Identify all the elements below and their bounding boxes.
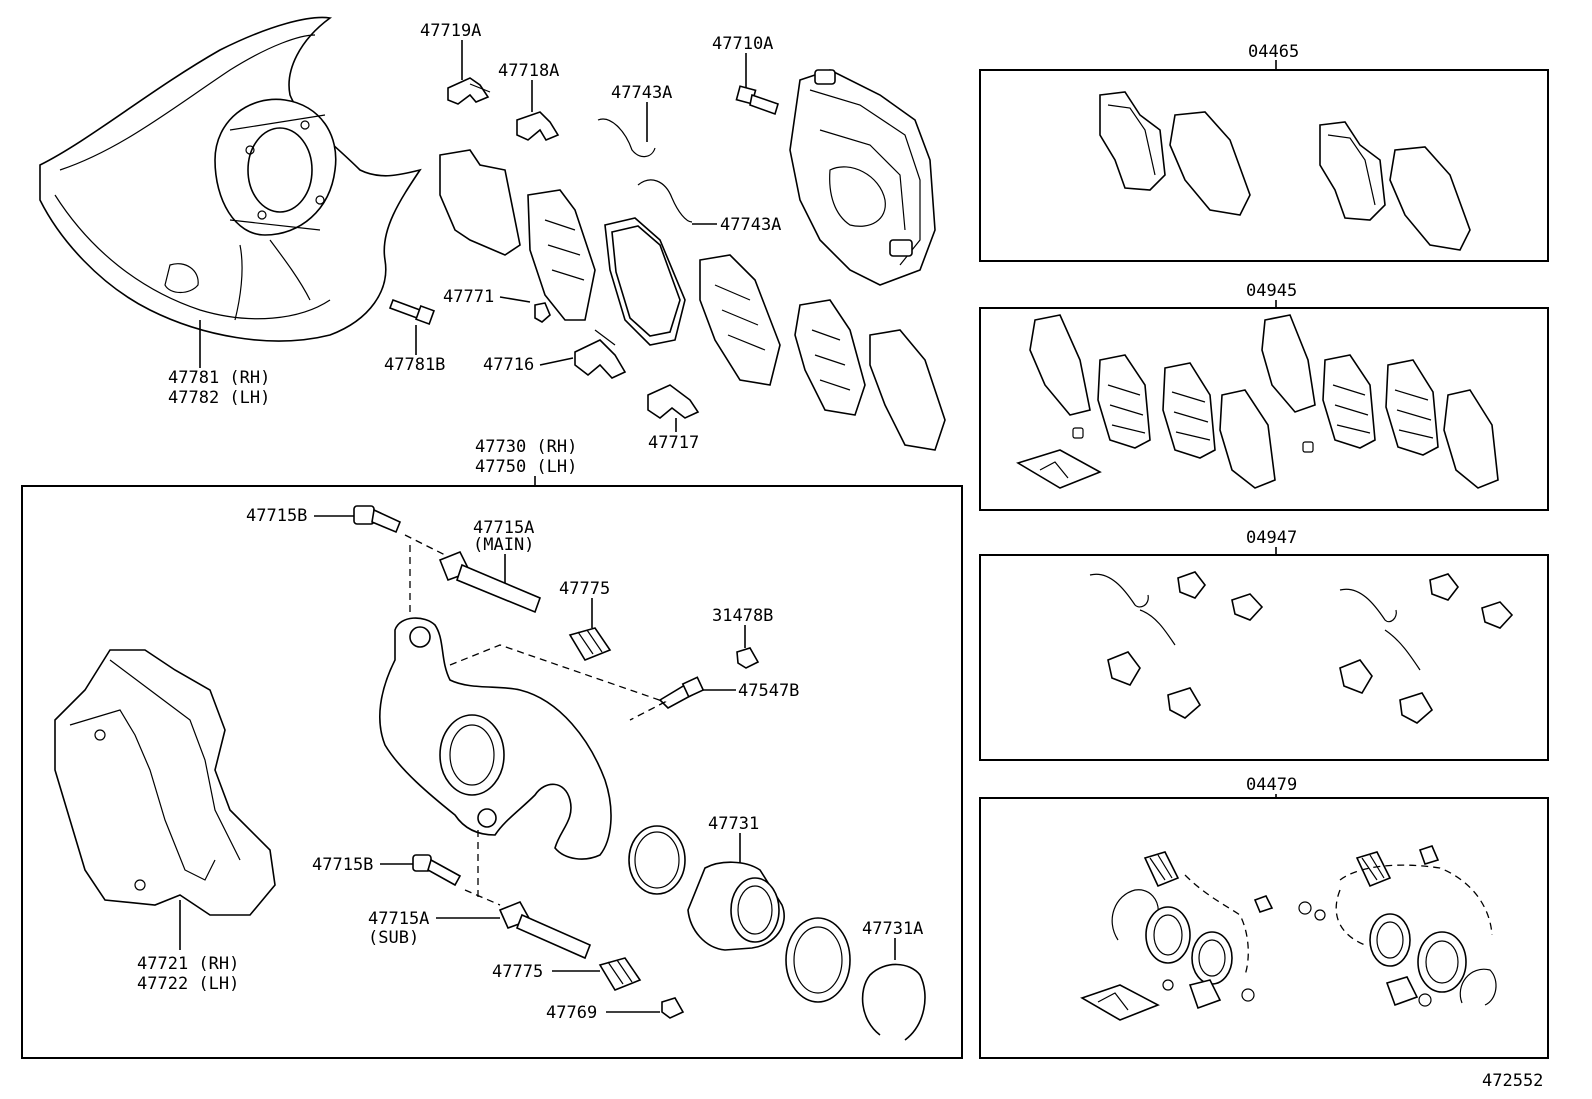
kit-04947-clips bbox=[1089, 571, 1514, 724]
label-47730-rh: 47730 (RH) bbox=[475, 437, 577, 457]
label-47715b-low: 47715B bbox=[312, 855, 373, 875]
bleeder-47547b bbox=[658, 676, 705, 709]
boot-47775-top bbox=[568, 627, 612, 661]
label-47781-rh: 47781 (RH) bbox=[168, 368, 270, 388]
bolt-47710a bbox=[735, 85, 779, 116]
spring-47743a-top bbox=[597, 118, 656, 158]
kit-04945-pads bbox=[1016, 314, 1499, 489]
brake-pads-top bbox=[439, 149, 946, 451]
kit-label-04479: 04479 bbox=[1246, 775, 1297, 795]
piston-47731 bbox=[687, 861, 785, 951]
dust-shield-drawing bbox=[39, 16, 422, 368]
clip-47719a bbox=[447, 77, 491, 105]
boot-47775-low bbox=[598, 957, 642, 991]
kit-label-04947: 04947 bbox=[1246, 528, 1297, 548]
label-47781b: 47781B bbox=[384, 355, 445, 375]
clip-47716 bbox=[574, 339, 627, 379]
clip-47718a bbox=[516, 111, 560, 142]
label-47547b: 47547B bbox=[738, 681, 799, 701]
cap-31478b bbox=[736, 647, 760, 669]
seal-ring bbox=[628, 825, 686, 895]
bolt-47715b-low bbox=[412, 854, 462, 887]
label-47775-low: 47775 bbox=[492, 962, 543, 982]
cap-47769 bbox=[661, 997, 685, 1019]
label-47731: 47731 bbox=[708, 814, 759, 834]
label-47750-lh: 47750 (LH) bbox=[475, 457, 577, 477]
label-47716: 47716 bbox=[483, 355, 534, 375]
label-47710a: 47710A bbox=[712, 34, 773, 54]
bolt-47781b bbox=[388, 298, 435, 325]
label-47782-lh: 47782 (LH) bbox=[168, 388, 270, 408]
kit-label-04945: 04945 bbox=[1246, 281, 1297, 301]
label-47771: 47771 bbox=[443, 287, 494, 307]
slide-pin-47715a-main bbox=[438, 550, 542, 614]
snap-ring-47731a bbox=[861, 963, 926, 1041]
slide-pin-47715a-sub bbox=[498, 900, 592, 960]
caliper-bracket bbox=[54, 649, 276, 950]
label-47719a: 47719A bbox=[420, 21, 481, 41]
kit-04465-pads bbox=[1099, 91, 1471, 251]
label-47743a-mid: 47743A bbox=[720, 215, 781, 235]
label-47715a-main: 47715A bbox=[473, 518, 534, 538]
label-47715a-sub: 47715A bbox=[368, 909, 429, 929]
label-47721-rh: 47721 (RH) bbox=[137, 954, 239, 974]
label-47731a: 47731A bbox=[862, 919, 923, 939]
cap-47771 bbox=[534, 302, 551, 323]
label-47717: 47717 bbox=[648, 433, 699, 453]
figure-number: 472552 bbox=[1482, 1071, 1543, 1091]
label-47775-top: 47775 bbox=[559, 579, 610, 599]
kit-box-04465 bbox=[979, 69, 1549, 262]
kit-label-04465: 04465 bbox=[1248, 42, 1299, 62]
spring-47743a-mid bbox=[637, 179, 693, 223]
label-47743a-top: 47743A bbox=[611, 83, 672, 103]
label-main-note: (MAIN) bbox=[473, 535, 534, 555]
dust-boot-ring bbox=[785, 917, 851, 1003]
kit-04479-seals bbox=[1080, 845, 1497, 1021]
kit-box-04947 bbox=[979, 554, 1549, 761]
label-31478b: 31478B bbox=[712, 606, 773, 626]
label-sub-note: (SUB) bbox=[368, 928, 419, 948]
label-47718a: 47718A bbox=[498, 61, 559, 81]
bolt-47715b-top bbox=[353, 505, 402, 534]
label-47715b-top: 47715B bbox=[246, 506, 307, 526]
label-47722-lh: 47722 (LH) bbox=[137, 974, 239, 994]
label-47769: 47769 bbox=[546, 1003, 597, 1023]
clip-47717 bbox=[647, 384, 700, 419]
caliper-body bbox=[379, 617, 612, 860]
kit-box-04479 bbox=[979, 797, 1549, 1059]
caliper-assembly-top bbox=[789, 69, 936, 286]
kit-box-04945 bbox=[979, 307, 1549, 511]
caliper-assembly-box bbox=[21, 485, 963, 1059]
